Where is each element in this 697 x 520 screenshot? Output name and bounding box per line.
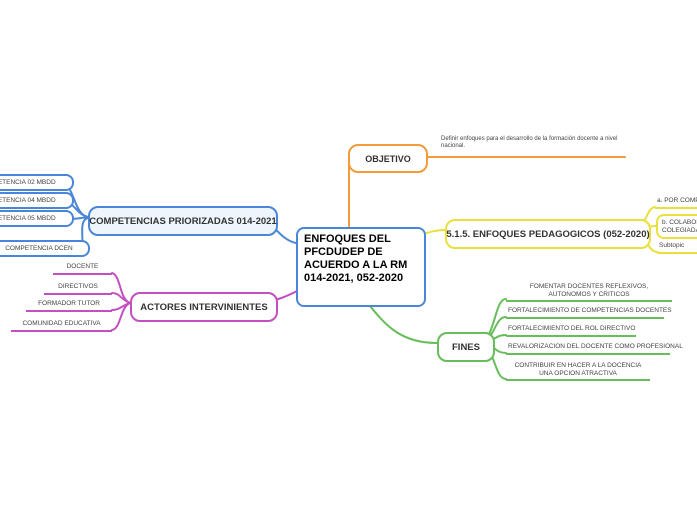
competencia-04-mbdd-node[interactable]: COMPETENCIA 04 MBDD <box>0 192 74 209</box>
fines-item-opcion-atractiva[interactable]: CONTRIBUIR EN HACER A LA DOCENCIA UNA OP… <box>506 362 650 381</box>
competencia-02-mbdd-node[interactable]: COMPETENCIA 02 MBDD <box>0 174 74 191</box>
enfoques-node[interactable]: 5.1.5. ENFOQUES PEDAGOGICOS (052-2020) <box>445 219 651 249</box>
fines-item-reflexivos[interactable]: FOMENTAR DOCENTES REFLEXIVOS, AUTONOMOS … <box>506 283 672 302</box>
enfoques-child-colaboracion-colegiada[interactable]: b. COLABORACION COLEGIADA <box>656 214 697 239</box>
fines-node[interactable]: FINES <box>437 332 495 362</box>
fines-item-rol-directivo[interactable]: FORTALECIMIENTO DEL ROL DIRECTIVO <box>506 325 636 337</box>
root-node[interactable]: ENFOQUES DEL PFCDUDEP DE ACUERDO A LA RM… <box>296 227 426 307</box>
enfoques-child-subtopic[interactable]: Subtopic <box>657 242 697 254</box>
enfoques-child-por-competencias[interactable]: a. POR COMPETENCIAS <box>655 197 697 209</box>
fines-item-competencias-docentes[interactable]: FORTALECIMIENTO DE COMPETENCIAS DOCENTES <box>506 307 672 319</box>
fines-item-revalorizacion[interactable]: REVALORIZACION DEL DOCENTE COMO PROFESIO… <box>506 343 683 355</box>
actores-item-comunidad-educativa[interactable]: COMUNIDAD EDUCATIVA <box>11 320 112 332</box>
actores-item-docente[interactable]: DOCENTE <box>53 263 112 275</box>
connector-actores-child-4 <box>111 302 131 331</box>
actores-item-directivos[interactable]: DIRECTIVOS <box>44 283 112 295</box>
objetivo-note[interactable]: Definir enfoques para el desarrollo de l… <box>441 136 618 149</box>
competencia-dcen-node[interactable]: COMPETENCIA DCEN <box>0 240 90 257</box>
actores-node[interactable]: ACTORES INTERVINIENTES <box>130 292 278 322</box>
objetivo-node[interactable]: OBJETIVO <box>348 144 428 173</box>
connector-actores-child-2 <box>111 292 131 304</box>
actores-item-formador-tutor[interactable]: FORMADOR TUTOR <box>26 300 112 312</box>
competencias-node[interactable]: COMPETENCIAS PRIORIZADAS 014-2021 <box>88 206 278 236</box>
competencia-05-mbdd-node[interactable]: COMPETENCIA 05 MBDD <box>0 210 74 227</box>
